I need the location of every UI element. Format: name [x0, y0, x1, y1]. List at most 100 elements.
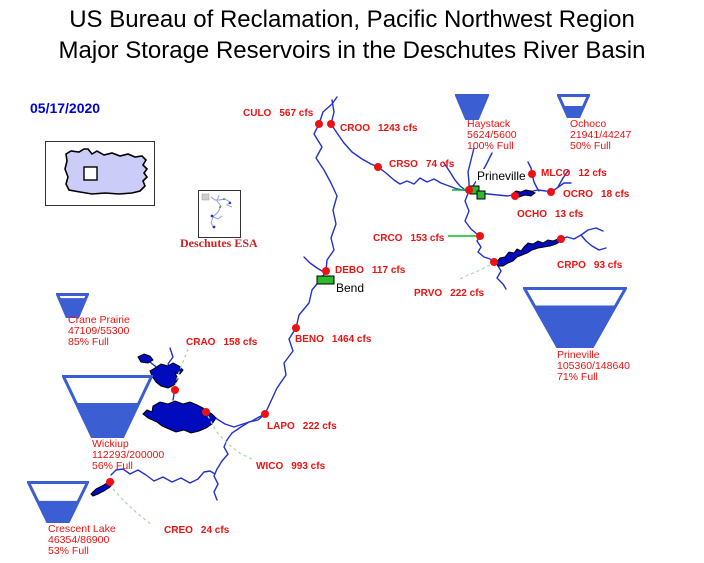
station-code: CRAO — [186, 337, 216, 348]
gauge-dot-creo[interactable] — [106, 478, 114, 486]
canals — [448, 189, 478, 237]
gauge-dots — [106, 120, 565, 486]
oregon-outline — [64, 148, 149, 195]
reservoir-name: Ochoco — [570, 118, 607, 130]
leader-prvo — [457, 264, 491, 281]
reservoir-label-ochoco[interactable]: Ochoco 21941/44247 50% Full — [570, 119, 631, 152]
teacup-prineville[interactable] — [523, 287, 627, 348]
station-label-crco[interactable]: CRCO 153 cfs — [373, 233, 444, 244]
deschutes-river — [264, 96, 338, 415]
gauge-dot-beno[interactable] — [292, 324, 300, 332]
gauge-dot-debo[interactable] — [322, 267, 330, 275]
teacup-water-fill — [457, 96, 487, 118]
gauge-dot-croo[interactable] — [327, 120, 335, 128]
station-label-culo[interactable]: CULO 567 cfs — [243, 108, 313, 119]
reservoir-name: Prineville — [557, 349, 600, 361]
gauge-dot-crpo[interactable] — [557, 235, 565, 243]
station-code: CULO — [243, 108, 272, 119]
reservoir-label-crescent-lake[interactable]: Crescent Lake 46354/86900 53% Full — [48, 524, 116, 557]
page-title: US Bureau of Reclamation, Pacific Northw… — [0, 4, 704, 66]
station-flow: 993 cfs — [291, 461, 326, 472]
gauge-dot-culo[interactable] — [315, 120, 323, 128]
esa-label: Deschutes ESA — [180, 236, 258, 250]
leader-wico — [207, 415, 253, 460]
reservoir-label-crane-prairie[interactable]: Crane Prairie 47109/55300 85% Full — [68, 315, 130, 348]
river-branch — [330, 99, 335, 125]
esa-inset-box[interactable] — [198, 190, 241, 238]
teacup-water-fill — [563, 106, 584, 116]
reservoir-name: Crescent Lake — [48, 523, 116, 535]
reservoir-label-wickiup[interactable]: Wickiup 112293/200000 56% Full — [92, 439, 164, 472]
gauge-dot-lapo[interactable] — [261, 410, 269, 418]
river-branch — [496, 263, 507, 290]
gauge-dot-mlco[interactable] — [528, 170, 536, 178]
title-line-1: US Bureau of Reclamation, Pacific Northw… — [69, 6, 635, 33]
wickiup-lake — [142, 400, 217, 434]
reservoir-label-haystack[interactable]: Haystack 5624/5600 100% Full — [467, 119, 517, 152]
reservoir-percent: 56% Full — [92, 460, 133, 472]
station-flow: 222 cfs — [450, 288, 485, 299]
station-code: CROO — [340, 123, 370, 134]
gauge-dot-ocho[interactable] — [511, 192, 519, 200]
station-code: DEBO — [335, 265, 364, 276]
reservoir-name: Crane Prairie — [68, 314, 130, 326]
station-flow: 153 cfs — [410, 233, 445, 244]
station-code: CREO — [164, 525, 193, 536]
station-label-wico[interactable]: WICO 993 cfs — [256, 461, 325, 472]
river-branch — [557, 170, 569, 188]
teacup-water-fill — [37, 500, 79, 521]
gauge-dot-crco[interactable] — [476, 232, 484, 240]
oregon-state-shape — [64, 148, 149, 195]
teacup-ochoco[interactable] — [557, 94, 590, 118]
reservoir-label-prineville[interactable]: Prineville 105360/148640 71% Full — [557, 350, 630, 383]
river-branch — [560, 227, 604, 240]
station-flow: 117 cfs — [371, 265, 406, 276]
station-label-debo[interactable]: DEBO 117 cfs — [335, 265, 405, 276]
crooked-river-upper — [330, 123, 470, 192]
teacup-wickiup[interactable] — [62, 375, 153, 438]
station-code: WICO — [256, 461, 284, 472]
reservoir-storage: 46354/86900 — [48, 534, 110, 546]
station-flow: 74 cfs — [425, 159, 455, 170]
gauge-dot-wico[interactable] — [202, 408, 210, 416]
basin-locator-square — [83, 166, 98, 181]
teacup-haystack[interactable] — [455, 94, 489, 120]
reservoir-name: Haystack — [467, 118, 511, 130]
station-code: CRCO — [373, 233, 403, 244]
reservoir-percent: 50% Full — [570, 140, 611, 152]
tumalo-creek — [303, 256, 323, 272]
station-label-croo[interactable]: CROO 1243 cfs — [340, 123, 417, 134]
station-flow: 567 cfs — [279, 108, 314, 119]
gauge-dot-ocro[interactable] — [547, 188, 555, 196]
station-code: LAPO — [267, 421, 295, 432]
map-date: 05/17/2020 — [30, 100, 101, 116]
station-flow: 1243 cfs — [378, 123, 418, 134]
gauge-dot-crao[interactable] — [171, 386, 179, 394]
reservoir-name: Wickiup — [92, 438, 129, 450]
mckay-creek — [527, 161, 540, 192]
teacup-crescent-lake[interactable] — [27, 481, 89, 523]
gauge-dot-crso[interactable] — [374, 163, 382, 171]
leader-lines — [112, 264, 491, 526]
leader-crao — [174, 348, 189, 388]
reservoir-storage: 21941/44247 — [570, 129, 632, 141]
city-label-prineville: Prineville — [476, 169, 527, 183]
station-code: MLCO — [541, 168, 571, 179]
reservoir-storage: 112293/200000 — [92, 449, 165, 461]
prineville-reservoir-lake — [495, 238, 562, 267]
teacup-crane-prairie[interactable] — [56, 293, 89, 318]
gauge-dot[interactable] — [465, 186, 473, 194]
gauge-dot-prvo[interactable] — [490, 258, 498, 266]
teacup-water-fill — [76, 402, 139, 436]
